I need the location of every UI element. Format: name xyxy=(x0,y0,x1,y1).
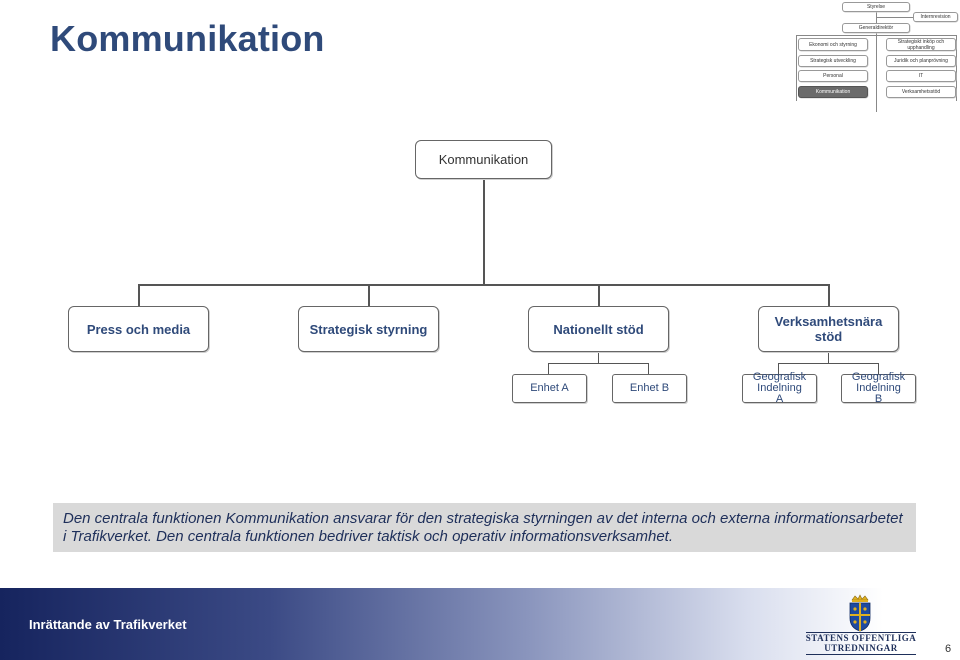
description-text: Den centrala funktionen Kommunikation an… xyxy=(53,503,916,552)
org-node-enhet-b: Enhet B xyxy=(612,374,687,403)
footer-title: Inrättande av Trafikverket xyxy=(29,617,187,632)
logo-line-2: UTREDNINGAR xyxy=(824,643,898,653)
org-node-strategisk-styrning: Strategisk styrning xyxy=(298,306,439,352)
mini-box-generaldirektor: Generaldirektör xyxy=(842,23,910,33)
mini-box-left-0: Ekonomi och styrning xyxy=(798,38,868,51)
org-node-geografisk-indelning-b: Geografisk Indelning B xyxy=(841,372,916,405)
mini-box-left-1: Strategisk utveckling xyxy=(798,55,868,67)
logo-line-1: STATENS OFFENTLIGA xyxy=(805,633,917,643)
footer-band xyxy=(0,588,960,660)
mini-box-left-2: Personal xyxy=(798,70,868,82)
org-root-node: Kommunikation xyxy=(415,140,552,179)
org-node-nationellt-stod: Nationellt stöd xyxy=(528,306,669,352)
page-number: 6 xyxy=(945,643,952,655)
mini-box-right-1: Juridik och planprövning xyxy=(886,55,956,67)
mini-box-right-0: Strategiskt inköp och upphandling xyxy=(886,38,956,51)
mini-box-left-3: Kommunikation xyxy=(798,86,868,98)
mini-box-right-3: Verksamhetsstöd xyxy=(886,86,956,98)
mini-box-styrelse: Styrelse xyxy=(842,2,910,12)
org-node-geografisk-indelning-a: Geografisk Indelning A xyxy=(742,372,817,405)
mini-box-right-2: IT xyxy=(886,70,956,82)
page-title: Kommunikation xyxy=(50,18,325,59)
org-node-press-och-media: Press och media xyxy=(68,306,209,352)
coat-of-arms-icon xyxy=(849,594,871,632)
mini-box-internrevision: Internrevision xyxy=(913,12,958,22)
org-node-verksamhetsnara-stod: Verksamhetsnära stöd xyxy=(758,306,899,352)
org-node-enhet-a: Enhet A xyxy=(512,374,587,403)
